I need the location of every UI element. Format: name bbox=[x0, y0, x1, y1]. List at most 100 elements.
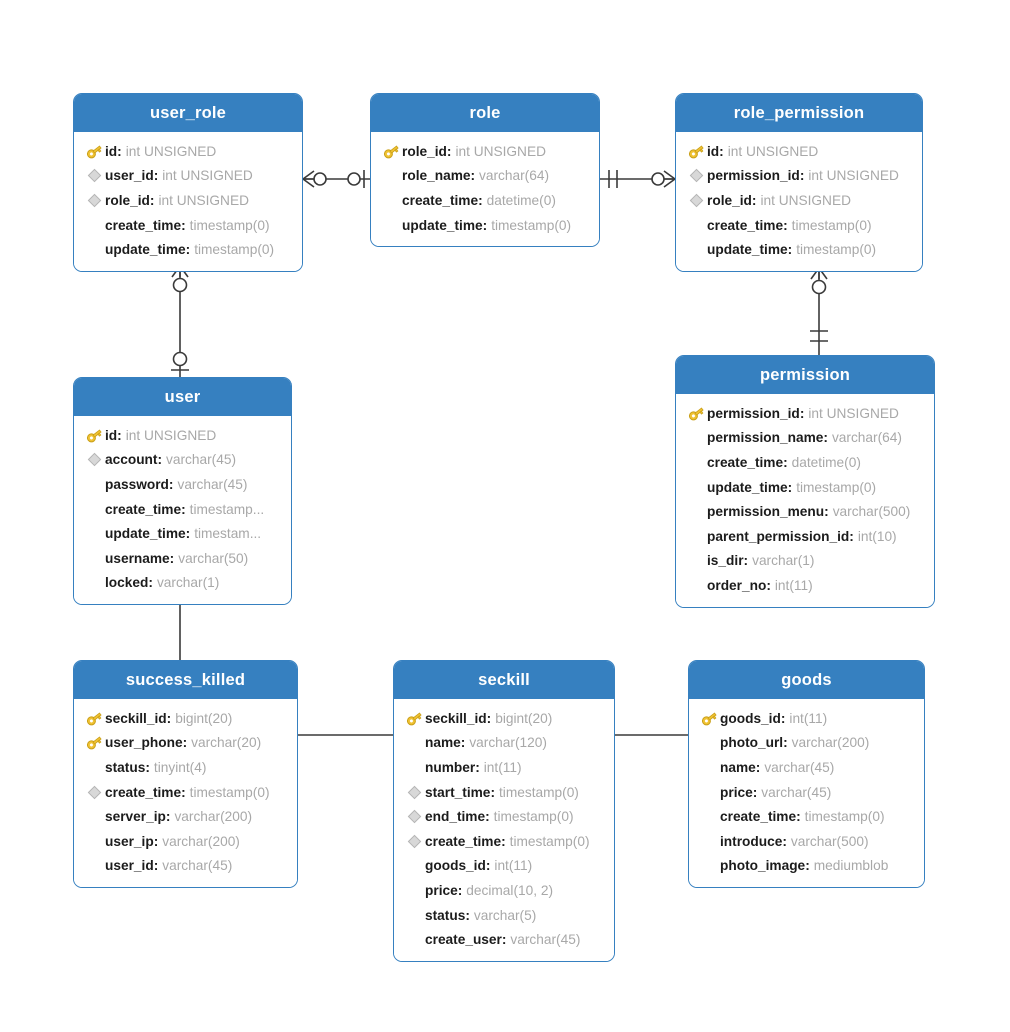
attribute-row[interactable]: photo_image:mediumblob bbox=[689, 854, 924, 879]
attribute-row[interactable]: seckill_id:bigint(20) bbox=[394, 706, 614, 731]
attribute-row[interactable]: seckill_id:bigint(20) bbox=[74, 706, 297, 731]
attribute-row[interactable]: end_time:timestamp(0) bbox=[394, 804, 614, 829]
attribute-row[interactable]: id:int UNSIGNED bbox=[74, 139, 302, 164]
attribute-row[interactable]: price:decimal(10, 2) bbox=[394, 878, 614, 903]
attribute-row[interactable]: name:varchar(120) bbox=[394, 731, 614, 756]
attribute-colon: : bbox=[149, 192, 155, 208]
attribute-row[interactable]: role_id:int UNSIGNED bbox=[676, 188, 922, 213]
entity-title-role: role bbox=[371, 94, 599, 132]
attribute-row[interactable]: create_time:timestamp(0) bbox=[74, 213, 302, 238]
attribute-type: timestamp(0) bbox=[493, 809, 574, 825]
entity-title-user: user bbox=[74, 378, 291, 416]
attribute-row[interactable]: price:varchar(45) bbox=[689, 780, 924, 805]
entity-title-seckill: seckill bbox=[394, 661, 614, 699]
attribute-row[interactable]: permission_menu:varchar(500) bbox=[676, 499, 934, 524]
entity-attributes-success_killed: seckill_id:bigint(20)user_phone:varchar(… bbox=[74, 699, 297, 888]
attribute-row[interactable]: server_ip:varchar(200) bbox=[74, 804, 297, 829]
attribute-type: varchar(20) bbox=[191, 735, 262, 751]
attribute-row[interactable]: update_time:timestamp(0) bbox=[74, 237, 302, 262]
attribute-colon: : bbox=[478, 192, 483, 208]
attribute-colon: : bbox=[465, 907, 470, 923]
attribute-type: mediumblob bbox=[813, 858, 889, 874]
attribute-row[interactable]: start_time:timestamp(0) bbox=[394, 780, 614, 805]
attribute-row[interactable]: account:varchar(45) bbox=[74, 448, 291, 473]
attribute-row[interactable]: update_time:timestamp(0) bbox=[371, 213, 599, 238]
diamond-icon bbox=[403, 783, 425, 801]
attribute-row[interactable]: permission_id:int UNSIGNED bbox=[676, 164, 922, 189]
attribute-row[interactable]: user_phone:varchar(20) bbox=[74, 731, 297, 756]
attr-icon-none bbox=[685, 429, 707, 447]
attribute-name: permission_name bbox=[707, 430, 824, 446]
attribute-type: int(11) bbox=[774, 577, 813, 593]
attribute-colon: : bbox=[783, 735, 788, 751]
attr-icon-none bbox=[685, 503, 707, 521]
attribute-name: role_id bbox=[402, 143, 447, 159]
attribute-row[interactable]: update_time:timestam... bbox=[74, 521, 291, 546]
attribute-row[interactable]: create_time:timestamp(0) bbox=[676, 213, 922, 238]
attribute-name: permission_id bbox=[707, 405, 800, 421]
key-icon bbox=[698, 709, 720, 727]
attribute-row[interactable]: role_name:varchar(64) bbox=[371, 164, 599, 189]
attribute-row[interactable]: password:varchar(45) bbox=[74, 472, 291, 497]
attribute-row[interactable]: id:int UNSIGNED bbox=[74, 423, 291, 448]
attribute-row[interactable]: status:varchar(5) bbox=[394, 903, 614, 928]
attribute-row[interactable]: permission_name:varchar(64) bbox=[676, 426, 934, 451]
attr-icon-none bbox=[403, 881, 425, 899]
attribute-type: int UNSIGNED bbox=[162, 168, 253, 184]
attribute-row[interactable]: update_time:timestamp(0) bbox=[676, 475, 934, 500]
attribute-row[interactable]: create_time:timestamp(0) bbox=[394, 829, 614, 854]
diamond-icon bbox=[403, 832, 425, 850]
attribute-row[interactable]: order_no:int(11) bbox=[676, 573, 934, 598]
attribute-colon: : bbox=[117, 427, 122, 443]
attribute-row[interactable]: create_user:varchar(45) bbox=[394, 927, 614, 952]
attribute-row[interactable]: user_id:varchar(45) bbox=[74, 854, 297, 879]
attribute-row[interactable]: status:tinyint(4) bbox=[74, 755, 297, 780]
attribute-row[interactable]: create_time:timestamp(0) bbox=[689, 804, 924, 829]
entity-seckill[interactable]: seckill seckill_id:bigint(20)name:varchar… bbox=[393, 660, 615, 962]
attribute-row[interactable]: is_dir:varchar(1) bbox=[676, 549, 934, 574]
attribute-colon: : bbox=[181, 501, 186, 517]
attr-icon-none bbox=[380, 216, 402, 234]
attribute-row[interactable]: goods_id:int(11) bbox=[394, 854, 614, 879]
attribute-row[interactable]: name:varchar(45) bbox=[689, 755, 924, 780]
attribute-row[interactable]: goods_id:int(11) bbox=[689, 706, 924, 731]
attribute-row[interactable]: create_time:timestamp... bbox=[74, 497, 291, 522]
attribute-row[interactable]: username:varchar(50) bbox=[74, 546, 291, 571]
attribute-type: varchar(45) bbox=[166, 452, 237, 468]
attribute-type: varchar(45) bbox=[177, 476, 248, 492]
attribute-row[interactable]: create_time:datetime(0) bbox=[676, 450, 934, 475]
attribute-row[interactable]: locked:varchar(1) bbox=[74, 571, 291, 596]
attribute-row[interactable]: user_id:int UNSIGNED bbox=[74, 164, 302, 189]
attr-icon-none bbox=[685, 527, 707, 545]
attribute-type: int UNSIGNED bbox=[455, 143, 546, 159]
attr-icon-none bbox=[698, 734, 720, 752]
attribute-row[interactable]: number:int(11) bbox=[394, 755, 614, 780]
attr-icon-none bbox=[83, 758, 105, 776]
attribute-colon: : bbox=[823, 430, 828, 446]
attribute-row[interactable]: parent_permission_id:int(10) bbox=[676, 524, 934, 549]
key-icon bbox=[403, 709, 425, 727]
attribute-name: seckill_id bbox=[105, 710, 167, 726]
attribute-row[interactable]: introduce:varchar(500) bbox=[689, 829, 924, 854]
attr-icon-none bbox=[83, 216, 105, 234]
attribute-colon: : bbox=[719, 143, 724, 159]
attribute-row[interactable]: update_time:timestamp(0) bbox=[676, 237, 922, 262]
attribute-row[interactable]: role_id:int UNSIGNED bbox=[74, 188, 302, 213]
attribute-type: timestamp(0) bbox=[791, 217, 872, 233]
attr-icon-none bbox=[403, 758, 425, 776]
attribute-row[interactable]: role_id:int UNSIGNED bbox=[371, 139, 599, 164]
attribute-row[interactable]: permission_id:int UNSIGNED bbox=[676, 401, 934, 426]
attribute-row[interactable]: create_time:datetime(0) bbox=[371, 188, 599, 213]
attribute-row[interactable]: id:int UNSIGNED bbox=[676, 139, 922, 164]
attribute-row[interactable]: photo_url:varchar(200) bbox=[689, 731, 924, 756]
attribute-row[interactable]: create_time:timestamp(0) bbox=[74, 780, 297, 805]
attribute-row[interactable]: user_ip:varchar(200) bbox=[74, 829, 297, 854]
